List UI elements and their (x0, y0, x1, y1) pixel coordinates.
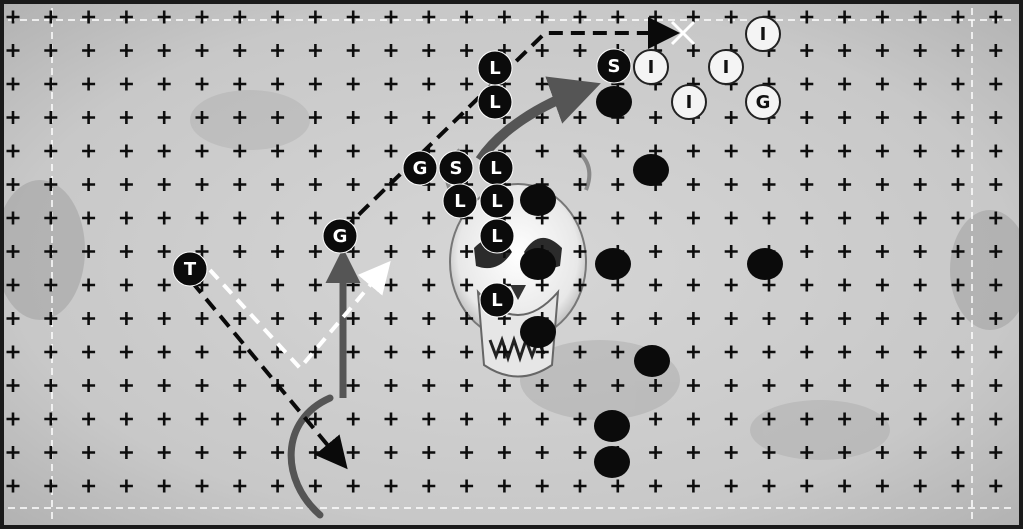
dark-striker-piece[interactable]: S (439, 151, 473, 185)
piece-label: I (760, 24, 767, 45)
piece-label: I (723, 57, 730, 78)
dark-piece[interactable] (634, 345, 670, 377)
dark-piece[interactable] (520, 248, 556, 280)
dark-piece[interactable] (520, 184, 556, 216)
dark-lineman-piece[interactable]: L (478, 85, 512, 119)
piece-label: S (450, 158, 463, 179)
dark-gutter-piece[interactable]: G (323, 219, 357, 253)
dark-lineman-piece[interactable]: L (479, 151, 513, 185)
piece-label: L (489, 92, 500, 113)
dark-piece[interactable] (594, 410, 630, 442)
piece-label: L (490, 158, 501, 179)
light-gutter-piece[interactable]: G (746, 85, 780, 119)
piece-label: T (184, 259, 197, 280)
light-piece[interactable]: I (634, 50, 668, 84)
piece-label: I (648, 57, 655, 78)
light-piece[interactable]: I (672, 85, 706, 119)
piece-label: L (491, 226, 502, 247)
piece-label: L (491, 290, 502, 311)
piece-label: S (608, 56, 621, 77)
dark-piece[interactable] (596, 86, 632, 118)
dark-piece[interactable] (594, 446, 630, 478)
dark-lineman-piece[interactable]: L (480, 219, 514, 253)
dark-lineman-piece[interactable]: L (480, 283, 514, 317)
piece-label: L (491, 191, 502, 212)
dark-piece[interactable] (520, 316, 556, 348)
dark-lineman-piece[interactable]: L (478, 51, 512, 85)
dark-striker-piece[interactable]: S (597, 49, 631, 83)
piece-label: G (756, 92, 771, 113)
light-piece[interactable]: I (746, 17, 780, 51)
dark-piece[interactable] (747, 248, 783, 280)
dark-lineman-piece[interactable]: L (480, 184, 514, 218)
piece-label: G (413, 158, 428, 179)
dark-gutter-piece[interactable]: G (403, 151, 437, 185)
dark-piece[interactable] (595, 248, 631, 280)
dark-thrower-piece[interactable]: T (173, 252, 207, 286)
light-piece[interactable]: I (709, 50, 743, 84)
piece-label: G (333, 226, 348, 247)
dark-piece[interactable] (633, 154, 669, 186)
piece-label: L (489, 58, 500, 79)
dark-lineman-piece[interactable]: L (443, 184, 477, 218)
piece-label: L (454, 191, 465, 212)
piece-label: I (686, 92, 693, 113)
